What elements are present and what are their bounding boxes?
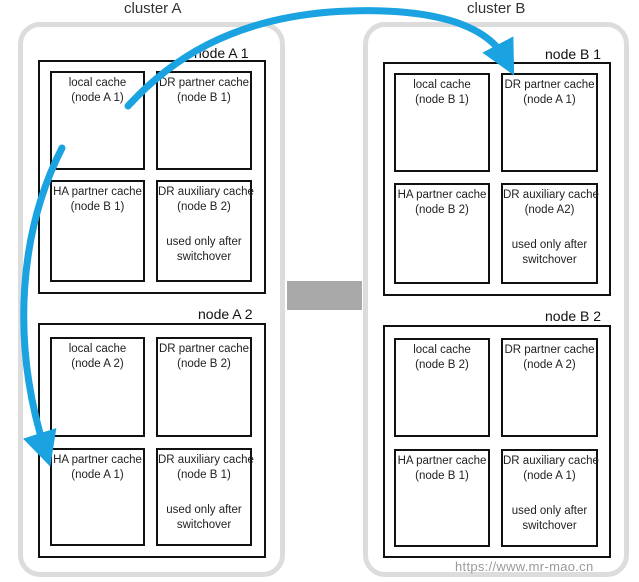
- cache-b2-dr-partner: DR partner cache (node A 2): [501, 338, 598, 437]
- cache-note: used only after: [511, 505, 588, 517]
- cache-line: HA partner cache: [397, 189, 487, 201]
- cache-line: (node B 2): [177, 358, 231, 370]
- cache-line: DR partner cache: [158, 77, 250, 89]
- cache-line: (node A 2): [71, 358, 124, 370]
- cache-line: (node A2): [524, 204, 575, 216]
- cache-line: local cache: [413, 79, 471, 91]
- cache-line: (node B 1): [177, 469, 231, 481]
- cache-line: local cache: [68, 77, 127, 89]
- cache-line: local cache: [68, 343, 127, 355]
- cache-a2-dr-partner: DR partner cache (node B 2): [156, 337, 252, 437]
- cache-a2-dr-auxiliary: DR auxiliary cache (node B 1) used only …: [156, 448, 254, 546]
- cluster-a-title: cluster A: [124, 0, 182, 17]
- cache-line: DR partner cache: [504, 79, 595, 91]
- cache-note: switchover: [176, 519, 232, 531]
- cache-line: DR partner cache: [158, 343, 250, 355]
- cache-line: (node A 1): [71, 469, 124, 481]
- cache-line: (node B 2): [415, 204, 469, 216]
- cache-line: (node B 1): [70, 201, 125, 213]
- node-a2-label: node A 2: [198, 306, 253, 322]
- cache-a1-local: local cache (node A 1): [50, 71, 145, 170]
- cache-a2-local: local cache (node A 2): [50, 337, 145, 437]
- inter-cluster-link: [287, 281, 362, 310]
- cache-line: (node A 1): [523, 470, 576, 482]
- cache-note: switchover: [522, 254, 577, 266]
- node-b1-label: node B 1: [545, 46, 602, 62]
- cache-a2-ha-partner: HA partner cache (node A 1): [50, 448, 145, 546]
- cache-note: switchover: [176, 251, 232, 263]
- cache-b2-ha-partner: HA partner cache (node B 1): [394, 449, 490, 547]
- cache-b1-local: local cache (node B 1): [394, 73, 490, 172]
- cache-line: (node A 1): [523, 94, 576, 106]
- cache-line: (node B 1): [177, 92, 231, 104]
- cache-a1-dr-auxiliary: DR auxiliary cache (node B 2) used only …: [156, 180, 254, 282]
- node-b2-label: node B 2: [545, 308, 602, 324]
- cache-line: (node B 2): [177, 201, 231, 213]
- cache-line: DR auxiliary cache: [503, 189, 599, 201]
- cache-line: HA partner cache: [397, 455, 487, 467]
- cache-line: DR partner cache: [504, 344, 595, 356]
- cache-line: DR auxiliary cache: [158, 186, 254, 198]
- cache-line: (node B 2): [415, 359, 469, 371]
- cache-b1-dr-partner: DR partner cache (node A 1): [501, 73, 598, 172]
- cache-b1-dr-auxiliary: DR auxiliary cache (node A2) used only a…: [501, 183, 599, 284]
- cache-note: used only after: [166, 504, 242, 516]
- watermark: https://www.mr-mao.cn: [455, 559, 594, 574]
- cache-line: (node B 1): [415, 94, 469, 106]
- cluster-b-title: cluster B: [467, 0, 526, 17]
- cache-line: HA partner cache: [53, 454, 142, 466]
- cache-note: used only after: [511, 239, 588, 251]
- cache-line: (node A 2): [523, 359, 576, 371]
- cache-note: used only after: [166, 236, 242, 248]
- node-a1-label: node A 1: [194, 45, 249, 61]
- cache-line: DR auxiliary cache: [158, 454, 254, 466]
- cache-line: (node B 1): [415, 470, 469, 482]
- cache-b2-local: local cache (node B 2): [394, 338, 490, 437]
- cache-line: (node A 1): [71, 92, 124, 104]
- cache-a1-ha-partner: HA partner cache (node B 1): [50, 180, 145, 282]
- cache-line: local cache: [413, 344, 471, 356]
- cache-a1-dr-partner: DR partner cache (node B 1): [156, 71, 252, 170]
- cache-b1-ha-partner: HA partner cache (node B 2): [394, 183, 490, 284]
- cache-line: HA partner cache: [53, 186, 142, 198]
- cache-note: switchover: [522, 520, 577, 532]
- cache-line: DR auxiliary cache: [503, 455, 599, 467]
- cache-b2-dr-auxiliary: DR auxiliary cache (node A 1) used only …: [501, 449, 599, 547]
